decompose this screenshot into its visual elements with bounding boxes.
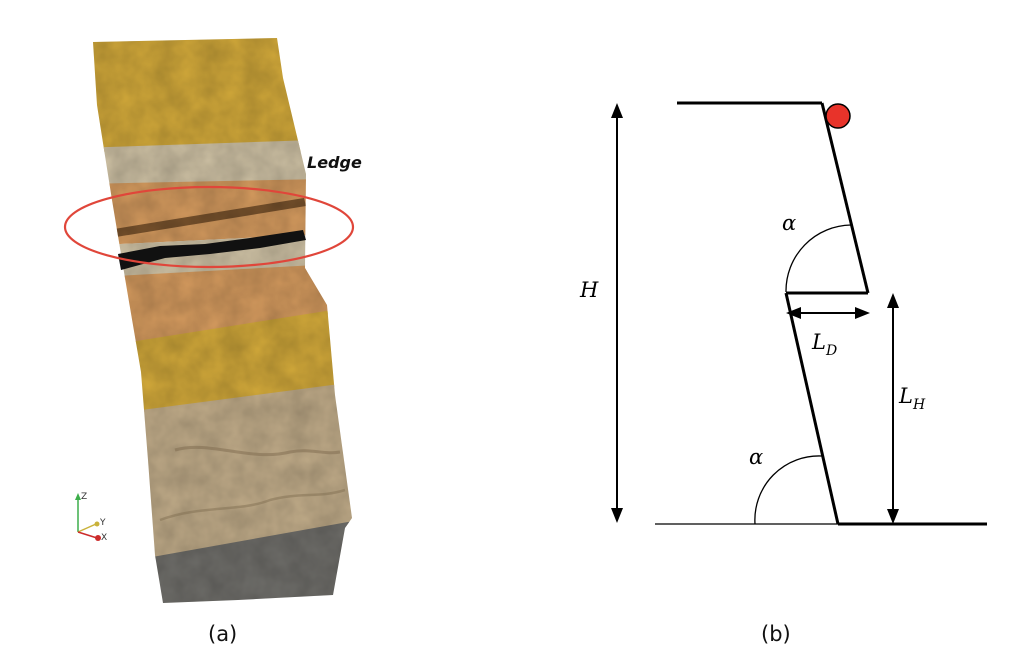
upper-cliff-face — [820, 102, 870, 294]
erosion-line-2 — [159, 488, 346, 522]
height-dimension-arrow — [611, 103, 623, 523]
panel-a: Ledge Z Y X (a) — [63, 38, 362, 646]
upper-angle-arc — [785, 224, 852, 293]
axis-label-y: Y — [99, 518, 106, 528]
lower-angle-arc — [754, 455, 823, 525]
panel-label-b: (b) — [761, 622, 791, 646]
ledge-depth-arrow — [786, 307, 870, 319]
orientation-axes-icon: Z Y X — [75, 492, 107, 543]
panel-label-a: (a) — [208, 622, 237, 646]
ledge-height-arrow — [887, 293, 899, 524]
surface-texture — [93, 38, 352, 603]
ledge-label: Ledge — [307, 153, 362, 172]
ledge-black-band — [118, 230, 306, 270]
panel-b: H α α LD LH (b) — [579, 101, 987, 646]
axis-label-x: X — [101, 533, 107, 543]
height-symbol: H — [579, 278, 599, 302]
lower-angle-symbol: α — [749, 445, 763, 469]
crest-marker — [825, 103, 851, 129]
lower-cliff-face — [784, 292, 840, 525]
cliff-profile — [677, 101, 987, 526]
ledge-highlight-ellipse — [63, 185, 355, 269]
upper-angle-symbol: α — [782, 211, 796, 235]
erosion-line-1 — [174, 445, 341, 457]
axis-label-z: Z — [81, 492, 87, 502]
cliff-model — [93, 38, 352, 603]
ledge-depth-symbol: LD — [811, 330, 837, 359]
ledge-height-symbol: LH — [898, 384, 926, 413]
